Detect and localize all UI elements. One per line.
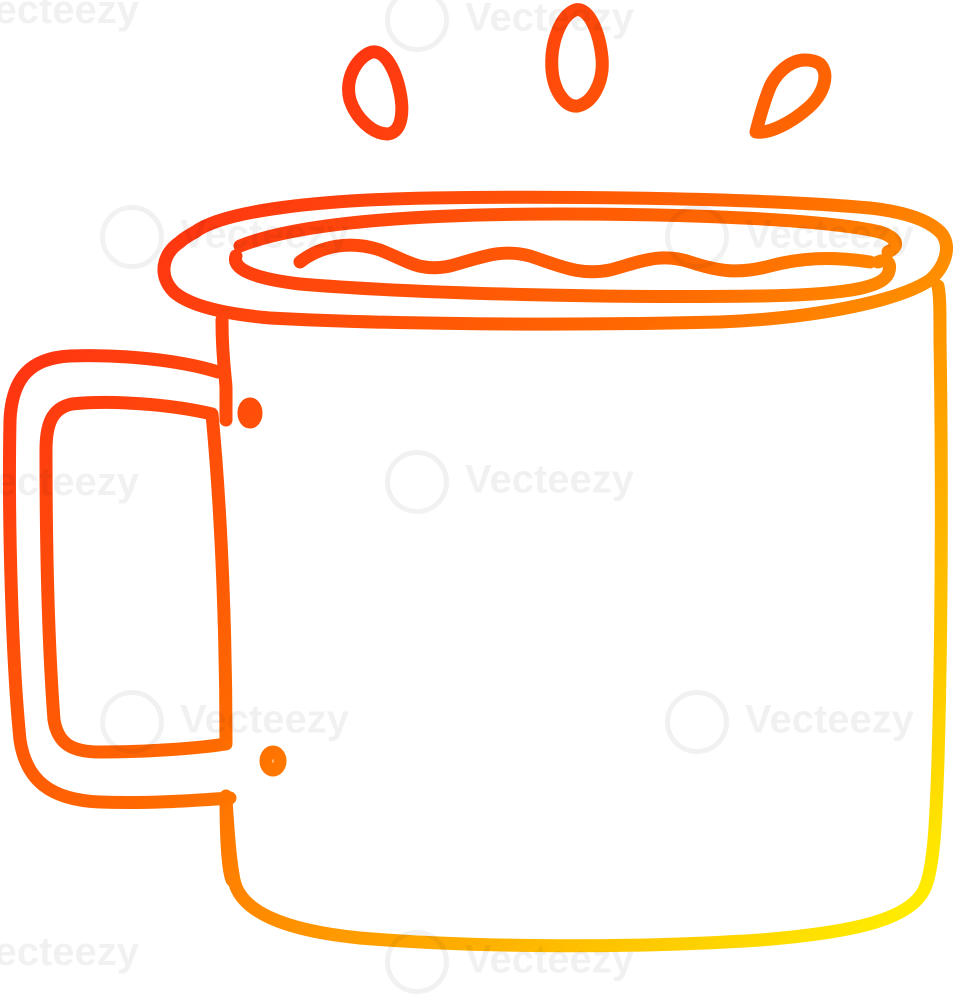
mug-handle-outer: [2, 349, 237, 810]
mug-body: [215, 279, 948, 953]
rivet-top: [237, 397, 263, 429]
mug-body-left: [219, 789, 239, 887]
mug-rim-inner: [233, 207, 902, 259]
mug-handle-inner: [39, 395, 233, 759]
coffee-surface: [229, 249, 896, 303]
rivet-bottom: [259, 745, 287, 777]
steam-drop-center: [545, 3, 609, 113]
steam-drop-right: [749, 53, 832, 139]
steam-drop-left: [342, 45, 409, 141]
coffee-wave: [293, 238, 877, 279]
mug-rim-outer: [157, 190, 953, 331]
